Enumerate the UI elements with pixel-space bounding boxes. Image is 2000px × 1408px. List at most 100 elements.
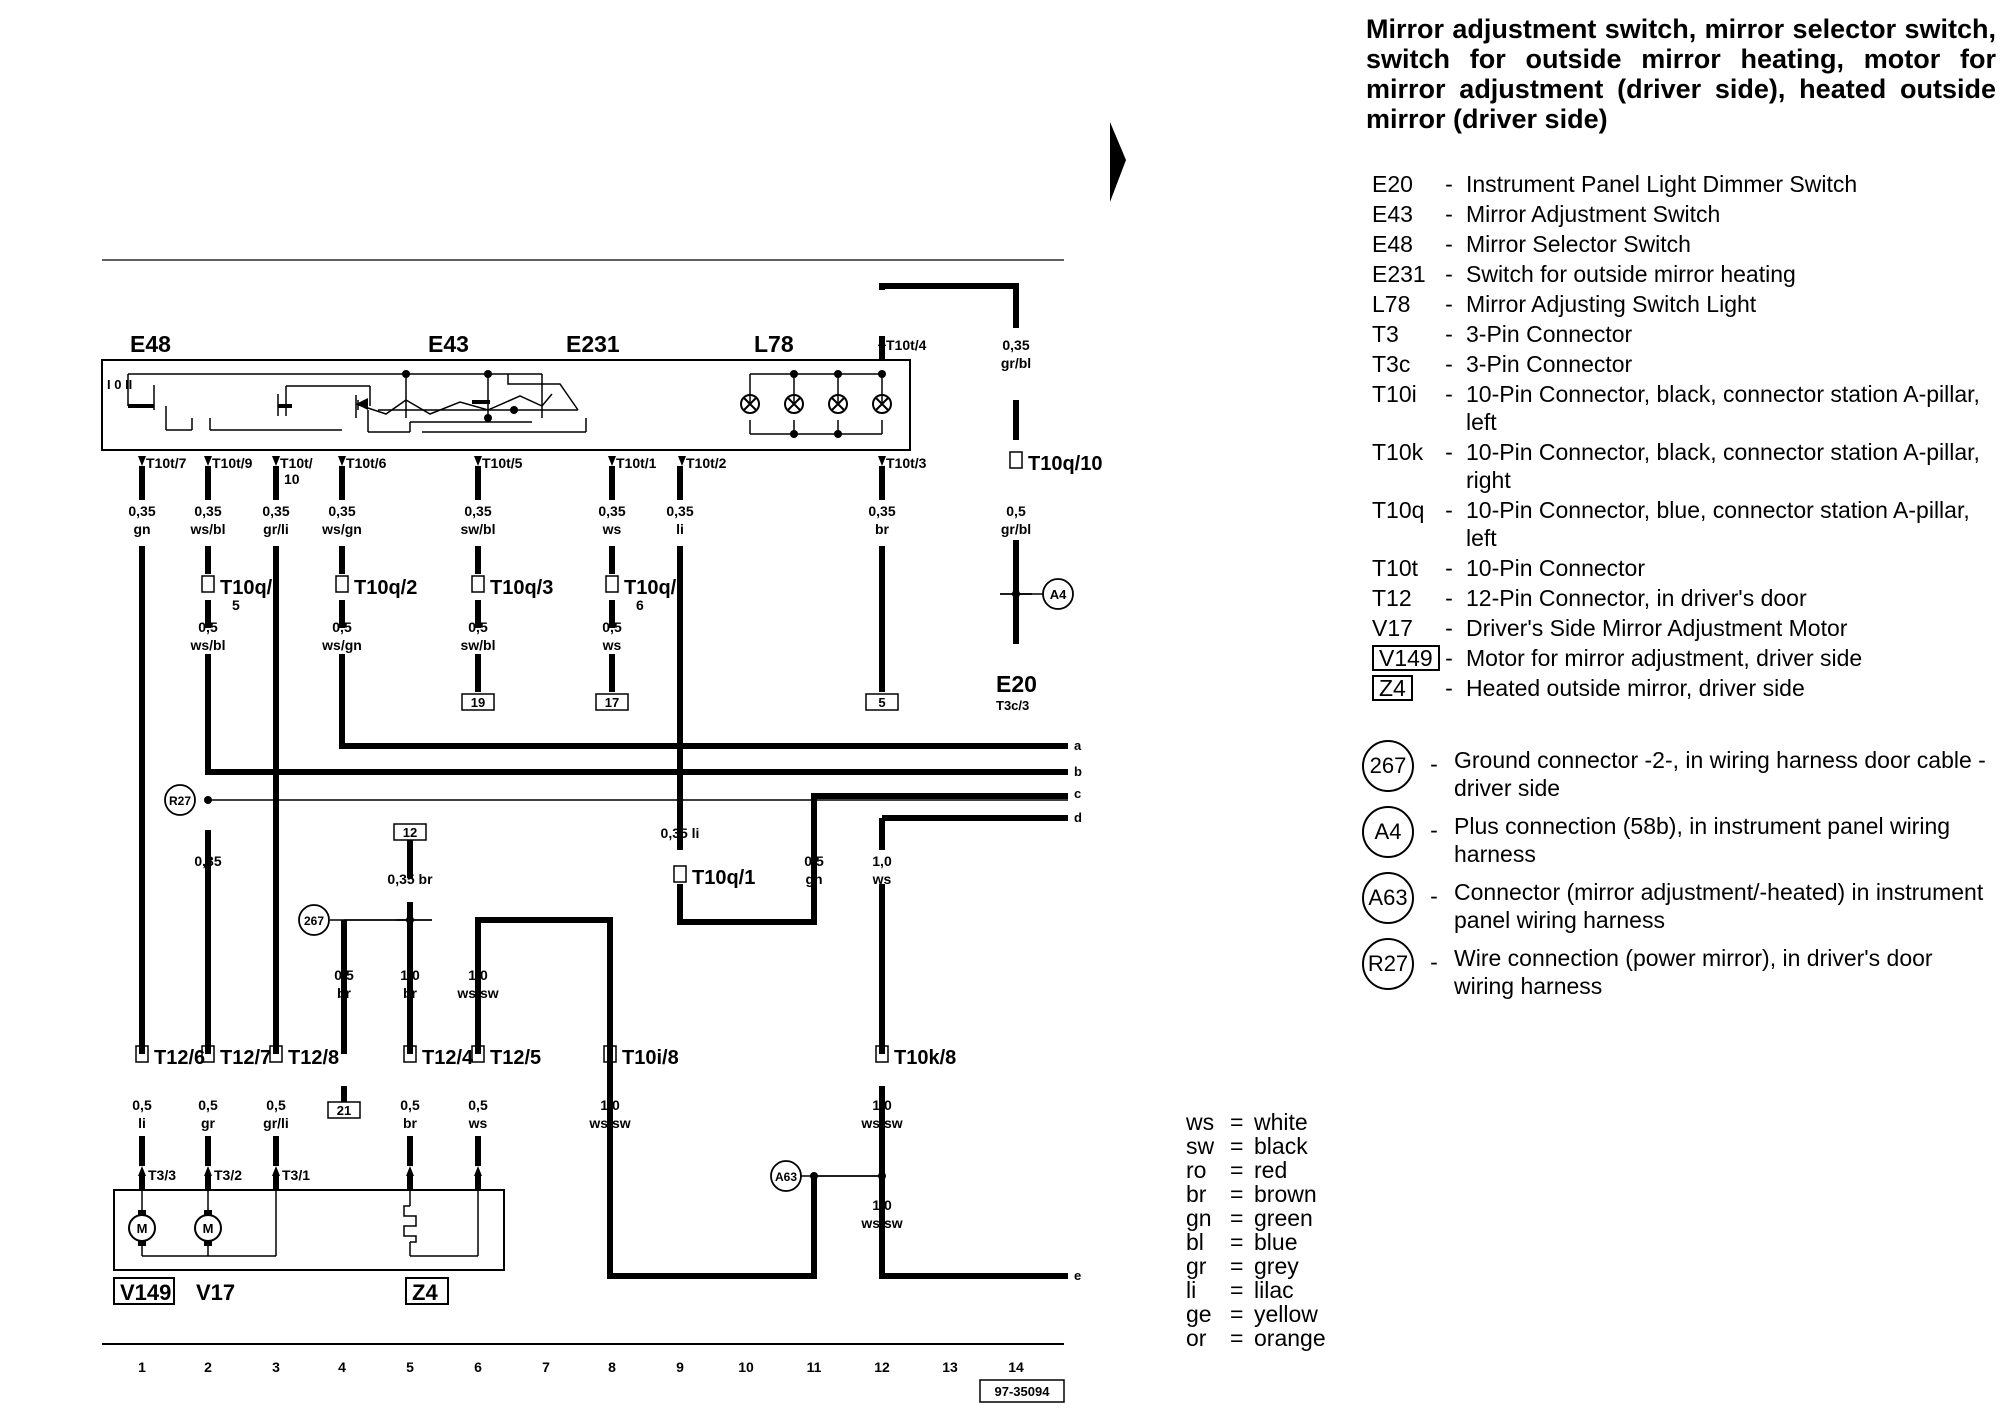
e231-label: E231 bbox=[566, 331, 620, 357]
e20-label: E20 bbox=[996, 671, 1037, 697]
page-title: Mirror adjustment switch, mirror selecto… bbox=[1366, 14, 1996, 134]
svg-text:gr/bl: gr/bl bbox=[1001, 355, 1031, 371]
svg-text:ws/gn: ws/gn bbox=[321, 521, 362, 537]
svg-text:T10t/4: T10t/4 bbox=[886, 337, 927, 353]
svg-text:0,35: 0,35 bbox=[868, 503, 895, 519]
z4-label-box: Z4 bbox=[405, 1277, 449, 1305]
svg-text:T10t/6: T10t/6 bbox=[346, 455, 387, 471]
svg-text:gr/li: gr/li bbox=[263, 1115, 289, 1131]
svg-text:0,5: 0,5 bbox=[332, 619, 352, 635]
heater-element-icon bbox=[403, 1205, 417, 1243]
svg-text:1,0: 1,0 bbox=[400, 967, 420, 983]
connection-legend-row: R27-Wire connection (power mirror), in d… bbox=[1362, 938, 1992, 1000]
v17-label: V17 bbox=[196, 1280, 235, 1305]
svg-text:e: e bbox=[1074, 1268, 1081, 1283]
svg-text:T10t/9: T10t/9 bbox=[212, 455, 253, 471]
svg-text:li: li bbox=[204, 871, 212, 887]
a63-junction: A63 bbox=[770, 1160, 886, 1192]
legend-row: E43-Mirror Adjustment Switch bbox=[1372, 201, 1721, 227]
legend-row: T3c-3-Pin Connector bbox=[1372, 351, 1633, 377]
svg-text:1,0: 1,0 bbox=[872, 1197, 892, 1213]
legend-row: Z4-Heated outside mirror, driver side bbox=[1372, 674, 1992, 702]
svg-text:T10k/8: T10k/8 bbox=[894, 1047, 956, 1069]
svg-text:ws/sw: ws/sw bbox=[588, 1115, 630, 1131]
svg-text:M: M bbox=[137, 1221, 148, 1236]
legend-row: T10k-10-Pin Connector, black, connector … bbox=[1372, 439, 1980, 493]
svg-text:br: br bbox=[875, 521, 890, 537]
svg-text:9: 9 bbox=[676, 1359, 684, 1375]
svg-text:0,5: 0,5 bbox=[804, 853, 824, 869]
svg-text:10: 10 bbox=[284, 471, 300, 487]
svg-text:T12/6: T12/6 bbox=[154, 1047, 205, 1069]
svg-text:ws/bl: ws/bl bbox=[189, 637, 225, 653]
legend-row: T3-3-Pin Connector bbox=[1372, 321, 1633, 347]
t3-arrows bbox=[138, 1166, 482, 1176]
svg-text:5: 5 bbox=[878, 695, 885, 710]
svg-text:gr: gr bbox=[201, 1115, 216, 1131]
svg-text:10: 10 bbox=[738, 1359, 754, 1375]
svg-text:ws: ws bbox=[602, 637, 622, 653]
color-key-row: ge=yellow bbox=[1186, 1301, 1318, 1327]
legend-row: V149-Motor for mirror adjustment, driver… bbox=[1372, 644, 1992, 672]
t10t-connector-labels: T10t/7 T10t/9 T10t/ 10 T10t/6 T10t/5 T10… bbox=[146, 337, 927, 487]
svg-text:T12/4: T12/4 bbox=[422, 1047, 474, 1069]
connection-legend-row: A63-Connector (mirror adjustment/-heated… bbox=[1362, 872, 1992, 934]
svg-text:0,35: 0,35 bbox=[194, 853, 221, 869]
svg-text:13: 13 bbox=[942, 1359, 958, 1375]
mirror-motor-box bbox=[113, 1189, 505, 1271]
svg-text:12: 12 bbox=[403, 825, 417, 840]
svg-text:sw/bl: sw/bl bbox=[460, 637, 495, 653]
color-key-row: sw=black bbox=[1186, 1133, 1308, 1159]
svg-text:T10t/1: T10t/1 bbox=[616, 455, 657, 471]
svg-text:ws/bl: ws/bl bbox=[189, 521, 225, 537]
svg-text:0,35: 0,35 bbox=[194, 503, 221, 519]
svg-text:br: br bbox=[403, 1115, 418, 1131]
svg-text:97-35094: 97-35094 bbox=[995, 1384, 1051, 1399]
next-page-arrow[interactable] bbox=[1110, 122, 1126, 202]
svg-text:T10q/: T10q/ bbox=[220, 577, 273, 599]
svg-text:gn: gn bbox=[133, 521, 150, 537]
svg-text:T10q/: T10q/ bbox=[624, 577, 677, 599]
t12-connectors: T12/6 T12/7 T12/8 T12/4 T12/5 T10i/8 T10… bbox=[135, 1045, 956, 1069]
e48-label: E48 bbox=[130, 331, 171, 357]
svg-text:gr/bl: gr/bl bbox=[1001, 521, 1031, 537]
color-key-row: ws=white bbox=[1186, 1109, 1308, 1135]
svg-text:ws/gn: ws/gn bbox=[321, 637, 362, 653]
wire-stubs-bottom bbox=[139, 1136, 481, 1190]
svg-text:0,5: 0,5 bbox=[266, 1097, 286, 1113]
color-key-row: ro=red bbox=[1186, 1157, 1288, 1183]
legend-row: T10t-10-Pin Connector bbox=[1372, 555, 1645, 581]
svg-text:ws: ws bbox=[468, 1115, 488, 1131]
svg-text:1: 1 bbox=[138, 1359, 146, 1375]
svg-text:6: 6 bbox=[474, 1359, 482, 1375]
svg-text:R27: R27 bbox=[169, 794, 191, 808]
svg-text:0,5: 0,5 bbox=[132, 1097, 152, 1113]
color-key-row: br=brown bbox=[1186, 1181, 1317, 1207]
grid-numbers: 1 2 3 4 5 6 7 8 9 10 11 12 13 14 bbox=[138, 1359, 1024, 1375]
svg-text:3: 3 bbox=[272, 1359, 280, 1375]
svg-text:T12/7: T12/7 bbox=[220, 1047, 271, 1069]
reference-boxes: 19 17 5 12 21 bbox=[327, 693, 899, 1119]
svg-text:19: 19 bbox=[471, 695, 485, 710]
drawing-id-box: 97-35094 bbox=[979, 1379, 1065, 1403]
svg-text:4: 4 bbox=[338, 1359, 346, 1375]
svg-text:b: b bbox=[1074, 764, 1082, 779]
svg-text:0,35 br: 0,35 br bbox=[387, 871, 433, 887]
svg-text:li: li bbox=[676, 521, 684, 537]
svg-text:11: 11 bbox=[807, 1359, 822, 1375]
svg-text:0,35: 0,35 bbox=[464, 503, 491, 519]
color-key-row: gr=grey bbox=[1186, 1253, 1299, 1279]
svg-text:0,5: 0,5 bbox=[198, 619, 218, 635]
v149-label-box: V149 bbox=[113, 1277, 175, 1305]
svg-text:5: 5 bbox=[232, 597, 240, 613]
wire-stubs-top bbox=[139, 336, 885, 500]
motor-v149-icon: M bbox=[128, 1210, 156, 1246]
svg-text:0,5: 0,5 bbox=[400, 1097, 420, 1113]
l78-bulb-icons bbox=[740, 394, 892, 414]
svg-text:0,35: 0,35 bbox=[666, 503, 693, 519]
svg-text:T10t/: T10t/ bbox=[280, 455, 313, 471]
switch-position-marks: I 0 II bbox=[107, 377, 132, 392]
svg-text:Z4: Z4 bbox=[412, 1280, 438, 1305]
svg-text:ws: ws bbox=[872, 871, 892, 887]
